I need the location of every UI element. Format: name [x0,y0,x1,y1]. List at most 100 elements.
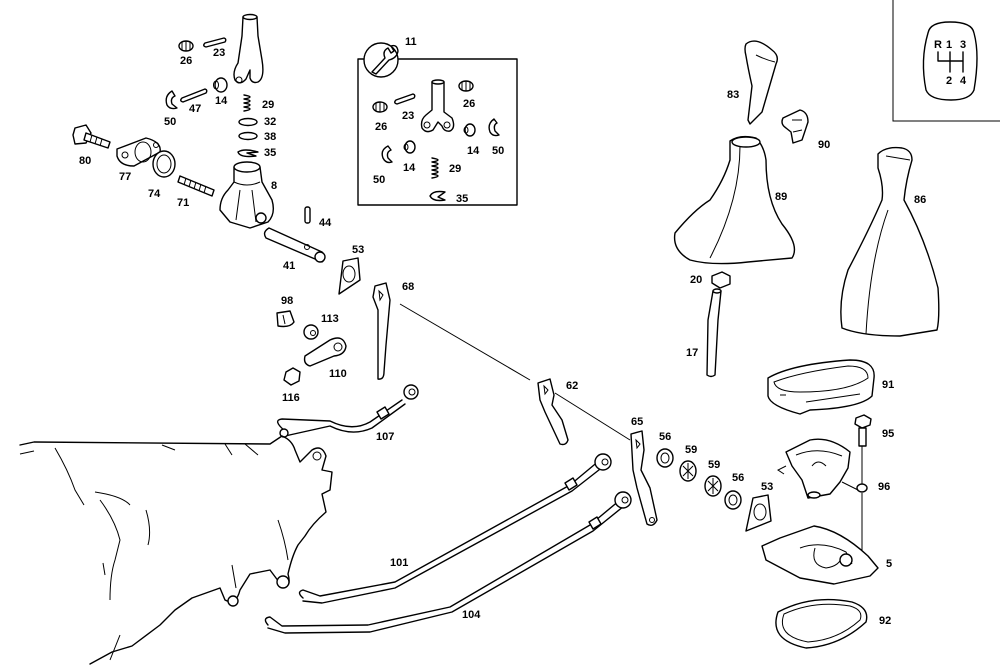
wrench-icon [363,42,399,78]
label-23: 23 [213,47,225,59]
shift-gate-lines [937,51,964,73]
kit-roller-14-right [463,123,476,137]
label-11: 11 [405,36,417,48]
label-44: 44 [319,217,332,229]
label-53-upper: 53 [352,244,364,256]
label-14-kit-right: 14 [467,145,480,157]
label-50: 50 [164,116,176,128]
spring-rod-71 [177,175,215,197]
label-26: 26 [180,55,192,67]
bolt-80 [72,124,111,149]
leader-68-62 [399,303,531,381]
selector-fork [233,13,264,84]
label-95: 95 [882,428,894,440]
repair-kit-box: 11 23 26 26 14 14 50 50 29 35 [357,36,518,206]
label-80: 80 [79,155,91,167]
label-47: 47 [189,103,201,115]
washer-74 [152,150,176,178]
washer-38 [238,131,258,141]
label-74: 74 [148,188,161,200]
kit-circlip-50-left [381,145,393,164]
lock-washer-59-a [679,460,697,482]
ball-joint-110 [303,337,347,367]
shift-housing-5 [761,525,879,585]
label-8: 8 [271,180,277,192]
label-53-lower: 53 [761,481,773,493]
transmission-case [19,435,333,665]
bushing-113 [303,324,319,340]
shift-boot-86 [840,146,940,337]
gasket-53-upper [338,257,361,295]
shift-pattern-inset: R 1 3 2 4 [892,0,1000,122]
label-50-kit-left: 50 [373,174,385,186]
roller-14 [213,77,228,93]
gear-label-2: 2 [946,75,952,87]
label-96: 96 [878,481,890,493]
label-26-kit-left: 26 [375,121,387,133]
washer-96 [856,483,868,493]
label-38: 38 [264,131,276,143]
shift-boot-89 [673,135,796,265]
label-35: 35 [264,147,276,159]
lock-washer-59-b [704,475,722,497]
label-14: 14 [215,95,228,107]
label-107: 107 [376,431,394,443]
washer-56-a [656,448,674,468]
clip-90 [781,109,809,144]
bolt-95 [854,414,872,552]
shift-rod-101 [298,453,612,604]
trim-frame-91 [767,359,875,415]
kit-pin-23 [394,93,416,105]
kit-bushing-26-left [372,101,388,113]
label-101: 101 [390,557,408,569]
shift-knob-83 [744,40,779,125]
label-86: 86 [914,194,926,206]
label-50-kit-right: 50 [492,145,504,157]
shift-housing-8 [219,161,275,229]
label-29-kit: 29 [449,163,461,175]
pin-47 [180,88,208,103]
nut-20 [711,271,731,289]
label-59-a: 59 [685,444,697,456]
label-89: 89 [775,191,787,203]
circlip-50 [165,90,178,110]
pin-23 [203,37,227,48]
washer-56-b [724,490,742,510]
label-68: 68 [402,281,414,293]
label-35-kit: 35 [456,193,468,205]
lever-62 [537,378,569,446]
label-104: 104 [462,609,481,621]
gear-label-1: 1 [946,39,952,51]
kit-bushing-26-right [458,80,474,92]
bushing-26 [178,40,194,52]
label-26-kit-right: 26 [463,98,475,110]
label-65: 65 [631,416,643,428]
label-113: 113 [321,313,339,325]
shift-lever-17 [706,288,722,378]
gear-label-r: R [934,39,942,51]
label-41: 41 [283,260,295,272]
bracket-77 [116,137,161,167]
label-32: 32 [264,116,276,128]
leader-62-65 [554,392,631,441]
label-77: 77 [119,171,131,183]
shaft-41 [263,227,326,263]
kit-circlip-50-right [488,118,500,137]
lever-68 [372,282,391,380]
label-5: 5 [886,558,892,570]
label-71: 71 [177,197,189,209]
bushing-98 [276,310,295,328]
kit-spring-29 [431,157,439,179]
gasket-53-lower [745,494,772,532]
kit-roller-14-left [403,140,416,154]
label-56-a: 56 [659,431,671,443]
label-29: 29 [262,99,274,111]
clip-35 [237,149,259,158]
pin-44 [304,206,311,224]
label-92: 92 [879,615,891,627]
label-83: 83 [727,89,739,101]
kit-selector-fork [420,79,455,133]
upper-shift-mechanism: 23 26 47 14 29 50 32 38 35 80 77 74 71 8… [72,13,332,272]
label-116: 116 [282,392,300,404]
